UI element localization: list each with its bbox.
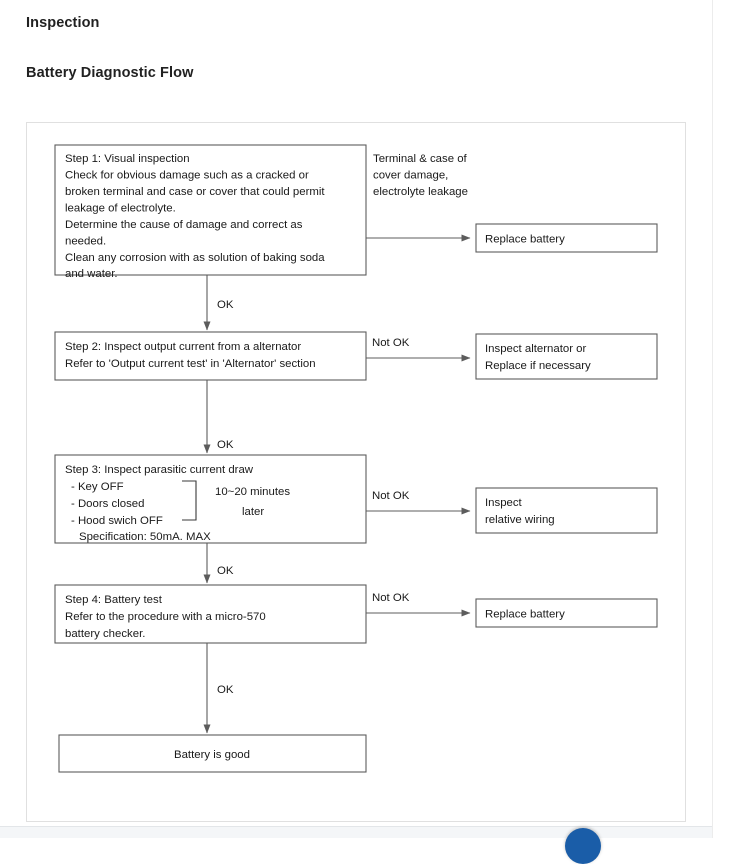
step-3-result-line-1: relative wiring xyxy=(485,514,555,526)
step-3-result-node: Inspect relative wiring xyxy=(475,487,658,534)
step-2-result-node: Inspect alternator or Replace if necessa… xyxy=(475,333,658,380)
flowchart-svg: Step 1: Visual inspection Check for obvi… xyxy=(54,144,658,773)
step-2-line-0: Step 2: Inspect output current from a al… xyxy=(65,341,301,353)
step-1-node: Step 1: Visual inspection Check for obvi… xyxy=(54,144,367,280)
step-1-line-7: and water. xyxy=(65,268,118,280)
floating-action-button[interactable] xyxy=(565,828,601,864)
step-1-result-line-0: Replace battery xyxy=(485,234,565,246)
step-1-line-6: Clean any corrosion with as solution of … xyxy=(65,252,325,264)
step-3-grouping-bracket xyxy=(182,480,197,521)
right-gutter xyxy=(712,0,746,838)
step-4-line-1: Refer to the procedure with a micro-570 xyxy=(65,611,266,623)
edge-step4-to-end-label: OK xyxy=(217,684,234,696)
step-2-result-line-0: Inspect alternator or xyxy=(485,343,587,355)
step-3-specification: Specification: 50mA. MAX xyxy=(79,531,211,543)
step-1-line-5: needed. xyxy=(65,236,106,248)
step-1-annotation-line-0: Terminal & case of xyxy=(373,153,468,165)
end-node: Battery is good xyxy=(58,734,367,773)
step-3-timing-line-0: 10~20 minutes xyxy=(215,486,290,498)
edge-step2-branch-label: Not OK xyxy=(372,337,410,349)
step-4-result-node: Replace battery xyxy=(475,598,658,628)
step-1-annotation-line-1: cover damage, xyxy=(373,170,448,182)
step-1-annotation-line-2: electrolyte leakage xyxy=(373,186,468,198)
battery-diagnostic-flow-figure: Step 1: Visual inspection Check for obvi… xyxy=(26,122,686,822)
edge-step4-branch-label: Not OK xyxy=(372,592,410,604)
step-4-line-2: battery checker. xyxy=(65,628,145,640)
edge-step3-branch-label: Not OK xyxy=(372,490,410,502)
step-2-node: Step 2: Inspect output current from a al… xyxy=(54,331,367,381)
bottom-toolbar-strip xyxy=(0,826,712,838)
step-2-result-line-1: Replace if necessary xyxy=(485,360,591,372)
edge-step1-to-step2-label: OK xyxy=(217,299,234,311)
step-4-node: Step 4: Battery test Refer to the proced… xyxy=(54,584,367,644)
edge-step3-to-step4-label: OK xyxy=(217,565,234,577)
step-1-result-node: Replace battery xyxy=(475,223,658,253)
step-2-line-1: Refer to 'Output current test' in 'Alter… xyxy=(65,358,316,370)
step-1-line-2: broken terminal and case or cover that c… xyxy=(65,186,325,198)
step-3-bullet-0: - Key OFF xyxy=(71,481,124,493)
step-1-line-1: Check for obvious damage such as a crack… xyxy=(65,170,309,182)
step-3-node: Step 3: Inspect parasitic current draw -… xyxy=(54,454,367,544)
end-node-label: Battery is good xyxy=(174,749,250,761)
step-4-line-0: Step 4: Battery test xyxy=(65,594,163,606)
step-1-line-0: Step 1: Visual inspection xyxy=(65,153,190,165)
page-title: Inspection xyxy=(26,14,100,31)
section-title: Battery Diagnostic Flow xyxy=(26,65,194,82)
step-4-result-line-0: Replace battery xyxy=(485,609,565,621)
edge-step2-to-step3-label: OK xyxy=(217,439,234,451)
step-1-line-4: Determine the cause of damage and correc… xyxy=(65,219,303,231)
step-3-result-line-0: Inspect xyxy=(485,497,523,509)
step-3-title: Step 3: Inspect parasitic current draw xyxy=(65,464,254,476)
step-3-timing-line-1: later xyxy=(242,506,264,518)
step-1-line-3: leakage of electrolyte. xyxy=(65,203,176,215)
step-3-bullet-1: - Doors closed xyxy=(71,498,144,510)
step-1-annotation: Terminal & case of cover damage, electro… xyxy=(373,153,468,198)
step-3-bullet-2: - Hood swich OFF xyxy=(71,515,163,527)
